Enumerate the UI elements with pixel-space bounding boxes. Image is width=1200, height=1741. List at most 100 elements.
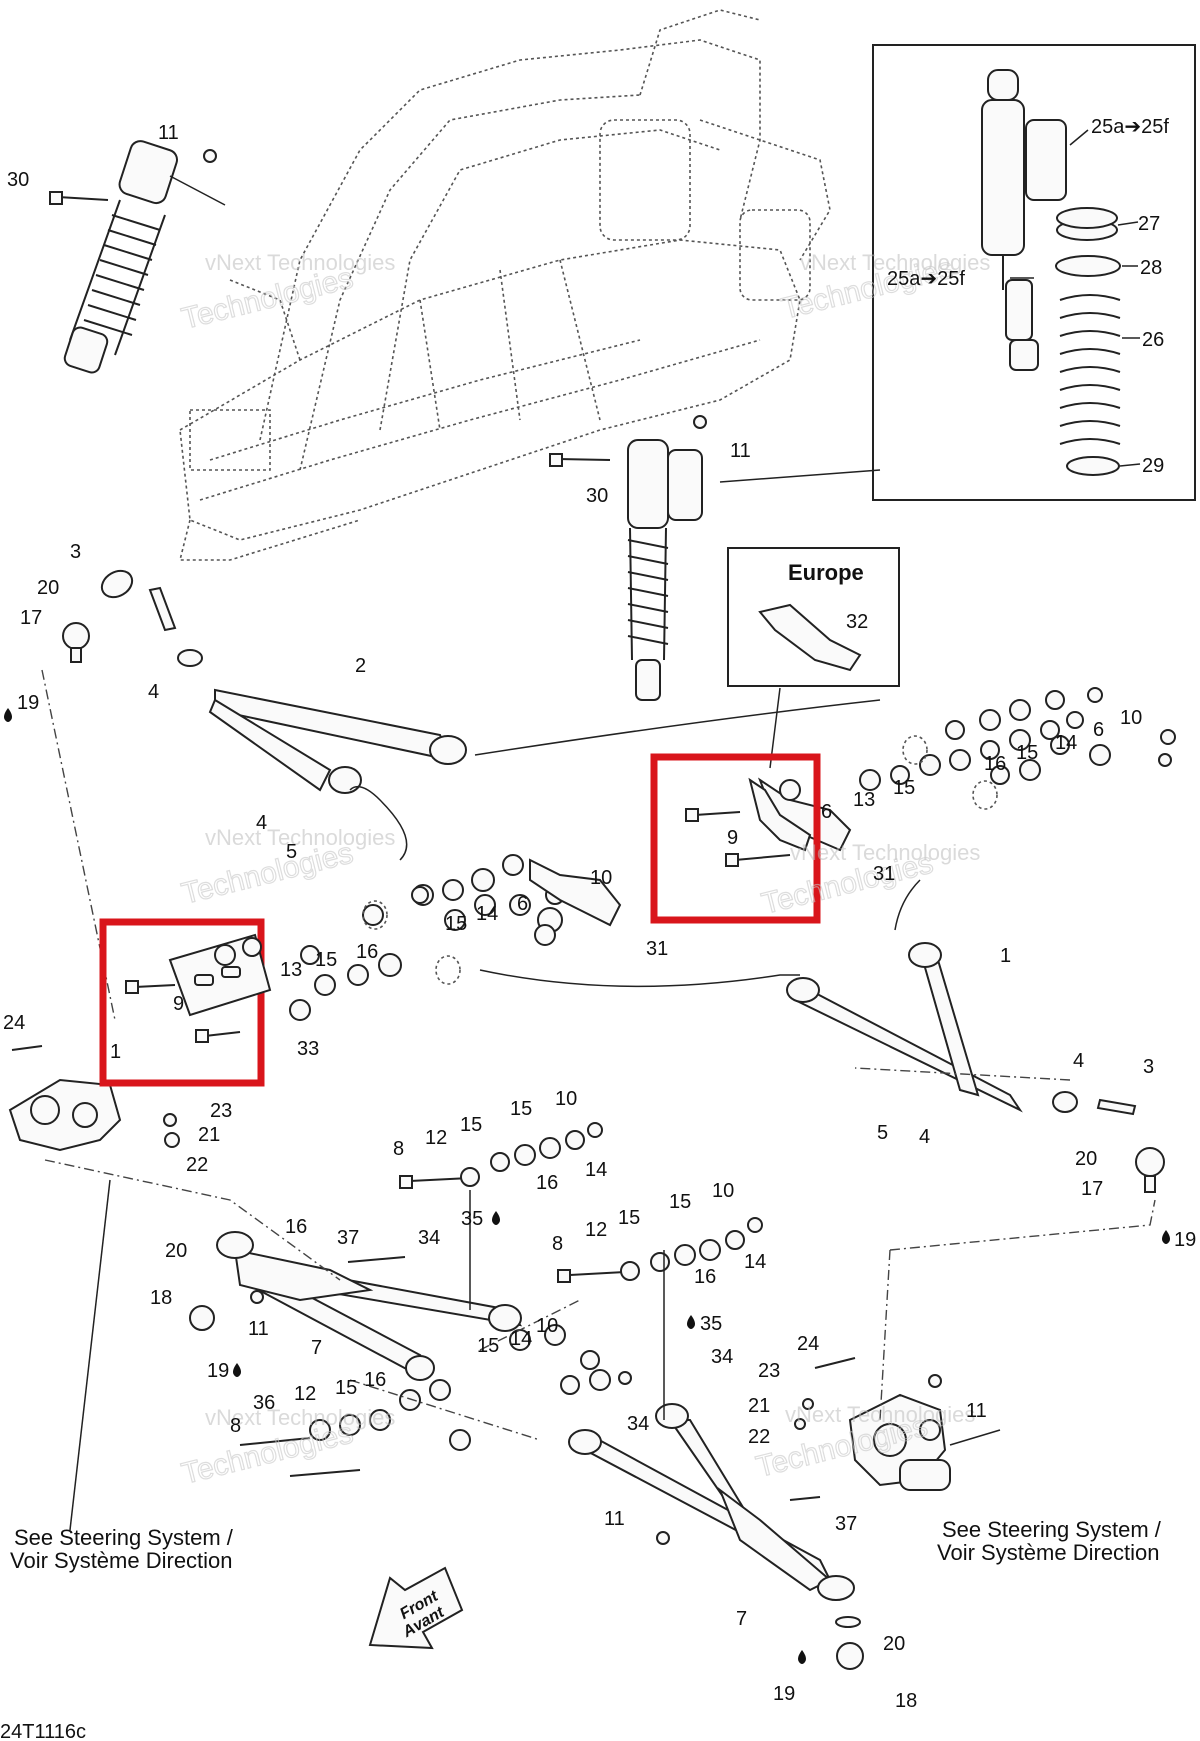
callout-21: 21 bbox=[198, 1124, 220, 1146]
assembly-reference-lines bbox=[41, 669, 1156, 1531]
europe-label: Europe bbox=[788, 560, 864, 585]
callout-15: 15 bbox=[1016, 742, 1038, 764]
callout-13: 13 bbox=[853, 789, 875, 811]
oil-drop-icon bbox=[687, 1315, 695, 1329]
highlight-box-right bbox=[650, 753, 821, 924]
callout-16: 16 bbox=[356, 941, 378, 963]
steering-note-left-2: Voir Système Direction bbox=[10, 1548, 233, 1573]
oil-drop-icon bbox=[492, 1211, 500, 1225]
callout-15: 15 bbox=[669, 1191, 691, 1213]
callout-10: 10 bbox=[712, 1180, 734, 1202]
callout-11: 11 bbox=[604, 1508, 625, 1530]
callout-34: 34 bbox=[627, 1413, 649, 1435]
steering-note-right-2: Voir Système Direction bbox=[937, 1540, 1160, 1565]
callout-11: 11 bbox=[730, 440, 751, 462]
callout-15: 15 bbox=[893, 777, 915, 799]
callout-19: 19 bbox=[207, 1360, 229, 1382]
callout-23: 23 bbox=[758, 1360, 780, 1382]
callout-18: 18 bbox=[895, 1690, 917, 1712]
callout-16: 16 bbox=[984, 753, 1006, 775]
callout-14: 14 bbox=[585, 1159, 607, 1181]
callout-18: 18 bbox=[150, 1287, 172, 1309]
callout-16: 16 bbox=[694, 1266, 716, 1288]
highlight-box-left bbox=[99, 918, 265, 1087]
shock-range-label-mid: 25a➔25f bbox=[887, 268, 965, 290]
callout-9: 9 bbox=[727, 827, 738, 849]
steering-note-right-1: See Steering System / bbox=[942, 1517, 1162, 1542]
callout-6: 6 bbox=[517, 893, 528, 915]
callout-15: 15 bbox=[315, 949, 337, 971]
callout-17: 17 bbox=[1081, 1178, 1103, 1200]
callout-21: 21 bbox=[748, 1395, 770, 1417]
callout-24: 24 bbox=[3, 1012, 25, 1034]
callout-24: 24 bbox=[797, 1333, 819, 1355]
callout-4: 4 bbox=[1073, 1050, 1084, 1072]
right-shock-absorber bbox=[627, 439, 703, 701]
callout-1: 1 bbox=[110, 1041, 121, 1063]
callout-28: 28 bbox=[1140, 257, 1162, 279]
callout-15: 15 bbox=[335, 1377, 357, 1399]
highlighted-parts bbox=[125, 777, 812, 1043]
callout-14: 14 bbox=[744, 1251, 766, 1273]
callout-7: 7 bbox=[311, 1337, 322, 1359]
callout-5: 5 bbox=[877, 1122, 888, 1144]
callout-27: 27 bbox=[1138, 213, 1160, 235]
callout-33: 33 bbox=[297, 1038, 319, 1060]
callout-13: 13 bbox=[280, 959, 302, 981]
callout-26: 26 bbox=[1142, 329, 1164, 351]
callout-19: 19 bbox=[17, 692, 39, 714]
callout-15: 15 bbox=[510, 1098, 532, 1120]
callout-11: 11 bbox=[248, 1318, 269, 1340]
callout-34: 34 bbox=[418, 1227, 440, 1249]
callout-14: 14 bbox=[1055, 732, 1077, 754]
watermark-9: vNext Technologies bbox=[205, 1405, 395, 1430]
callout-10: 10 bbox=[1120, 707, 1142, 729]
callout-30: 30 bbox=[7, 169, 29, 191]
callout-9: 9 bbox=[173, 993, 184, 1015]
callout-3: 3 bbox=[70, 541, 81, 563]
callout-31: 31 bbox=[873, 863, 895, 885]
callout-29: 29 bbox=[1142, 455, 1164, 477]
callout-10: 10 bbox=[536, 1315, 558, 1337]
callout-22: 22 bbox=[748, 1426, 770, 1448]
callout-31: 31 bbox=[646, 938, 668, 960]
shock-bolts-top bbox=[49, 149, 881, 483]
callout-34: 34 bbox=[711, 1346, 733, 1368]
callout-8: 8 bbox=[230, 1415, 241, 1437]
callout-12: 12 bbox=[294, 1383, 316, 1405]
callout-12: 12 bbox=[585, 1219, 607, 1241]
callout-3: 3 bbox=[1143, 1056, 1154, 1078]
callout-30: 30 bbox=[586, 485, 608, 507]
callout-20: 20 bbox=[883, 1633, 905, 1655]
vehicle-frame-drawing bbox=[178, 9, 831, 561]
callout-14: 14 bbox=[510, 1328, 532, 1350]
callout-1: 1 bbox=[1000, 945, 1011, 967]
lower-arm-left bbox=[189, 1231, 523, 1381]
callout-16: 16 bbox=[364, 1369, 386, 1391]
upper-arm-left bbox=[100, 569, 467, 794]
callout-8: 8 bbox=[393, 1138, 404, 1160]
callout-23: 23 bbox=[210, 1100, 232, 1122]
callout-11: 11 bbox=[966, 1400, 987, 1422]
left-shock-absorber bbox=[63, 140, 178, 374]
callout-22: 22 bbox=[186, 1154, 208, 1176]
callout-20: 20 bbox=[37, 577, 59, 599]
lubricant-drop-icons bbox=[4, 708, 1170, 1664]
callout-36: 36 bbox=[253, 1392, 275, 1414]
shock-range-label-top: 25a➔25f bbox=[1091, 116, 1169, 138]
callout-14: 14 bbox=[476, 903, 498, 925]
callout-35: 35 bbox=[461, 1208, 483, 1230]
callout-6: 6 bbox=[1093, 719, 1104, 741]
front-direction-arrow: Front Avant bbox=[368, 1566, 464, 1650]
callout-20: 20 bbox=[1075, 1148, 1097, 1170]
callout-15: 15 bbox=[618, 1207, 640, 1229]
callout-10: 10 bbox=[555, 1088, 577, 1110]
callout-19: 19 bbox=[1174, 1229, 1196, 1251]
callout-16: 16 bbox=[536, 1172, 558, 1194]
oil-drop-icon bbox=[1162, 1230, 1170, 1244]
callout-19: 19 bbox=[773, 1683, 795, 1705]
figure-code: 24T1116c bbox=[0, 1721, 86, 1741]
watermark-1: vNext Technologies bbox=[205, 250, 395, 275]
steering-knuckle-right bbox=[794, 1357, 951, 1491]
callout-8: 8 bbox=[552, 1233, 563, 1255]
